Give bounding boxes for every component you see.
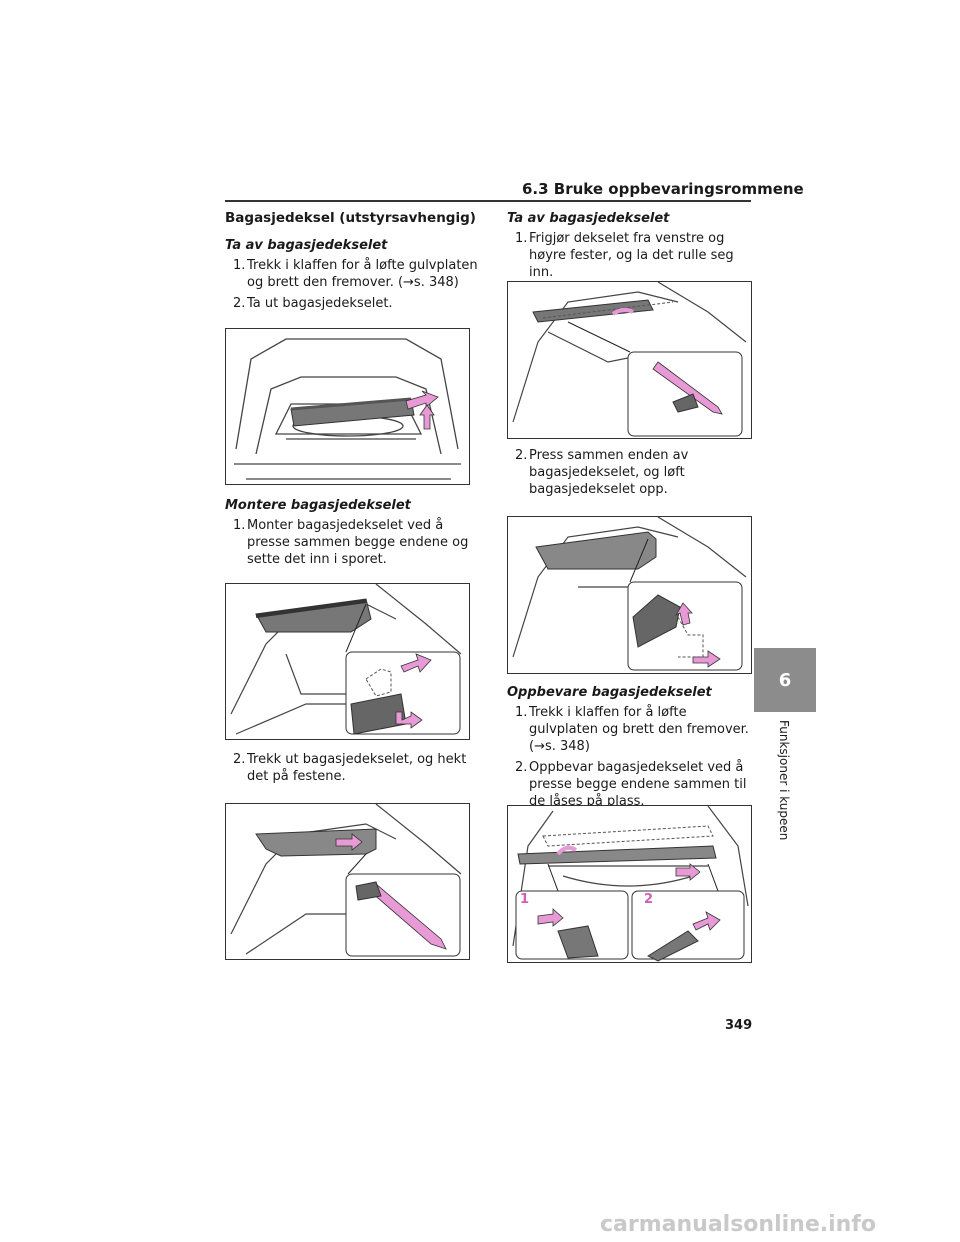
store-title: Oppbevare bagasjedekselet	[507, 685, 712, 700]
step-item: 2. Oppbevar bagasjedekselet ved å presse…	[515, 760, 747, 809]
install-title: Montere bagasjedekselet	[225, 498, 411, 513]
page-number: 349	[725, 1018, 753, 1033]
step-item: 2. Trekk ut bagasjedekselet, og hekt det…	[233, 752, 467, 784]
remove-title-right: Ta av bagasjedekselet	[507, 211, 670, 226]
section-heading: Bagasjedeksel (utstyrsavhengig)	[225, 210, 476, 226]
arrow-icon	[692, 911, 721, 931]
arrow-icon	[611, 307, 634, 316]
figure-trunk-remove	[225, 328, 470, 485]
watermark: carmanualsonline.info	[600, 1212, 876, 1237]
arrow-icon	[675, 863, 701, 881]
install-block: Montere bagasjedekselet 1. Monter bagasj…	[225, 497, 485, 568]
arrow-icon	[395, 711, 423, 729]
arrow-icon	[335, 833, 363, 851]
figure-remove-lift	[507, 516, 752, 674]
step-item: 1. Frigjør dekselet fra venstre og høyre…	[515, 231, 734, 280]
chapter-number: 6	[778, 669, 792, 691]
remove-title: Ta av bagasjedekselet	[225, 238, 388, 253]
left-column: Bagasjedeksel (utstyrsavhengig) Ta av ba…	[225, 210, 485, 312]
install-step2: 2. Trekk ut bagasjedekselet, og hekt det…	[225, 751, 485, 785]
arrow-icon	[652, 361, 723, 415]
section-title: 6.3 Bruke oppbevaringsrommene	[522, 180, 804, 198]
header-rule	[225, 200, 751, 202]
step-item: 1. Trekk i klaffen for å løfte gulvplate…	[515, 705, 749, 754]
step-item: 2. Press sammen enden av bagasjedekselet…	[515, 448, 689, 497]
chapter-title: Funksjoner i kupeen	[777, 720, 791, 841]
arrow-icon	[674, 602, 693, 626]
arrow-icon	[692, 650, 721, 668]
figure-install-insert	[225, 583, 470, 740]
arrow-icon	[400, 653, 432, 673]
store-block: Oppbevare bagasjedekselet 1. Trekk i kla…	[507, 684, 757, 810]
remove-step2: 2. Press sammen enden av bagasjedekselet…	[507, 447, 757, 498]
step-item: 2. Ta ut bagasjedekselet.	[233, 296, 393, 311]
arrow-icon	[537, 908, 564, 927]
inset-2	[631, 890, 745, 960]
step-item: 1. Monter bagasjedekselet ved å presse s…	[233, 518, 469, 567]
figure-remove-release	[507, 281, 752, 439]
inset-label-1: 1	[520, 892, 530, 907]
figure-install-hook	[225, 803, 470, 960]
arrow-icon	[556, 845, 578, 856]
arrow-icon	[419, 404, 435, 430]
figure-store: 1 2	[507, 805, 752, 963]
step-item: 1. Trekk i klaffen for å løfte gulvplate…	[233, 258, 478, 290]
chapter-title-vertical: Funksjoner i kupeen	[775, 720, 795, 900]
inset-1	[515, 890, 629, 960]
arrow-icon	[405, 390, 439, 410]
inset-label-2: 2	[644, 892, 654, 907]
right-column: Ta av bagasjedekselet 1. Frigjør deksele…	[507, 210, 757, 281]
chapter-tab: 6	[754, 648, 816, 712]
